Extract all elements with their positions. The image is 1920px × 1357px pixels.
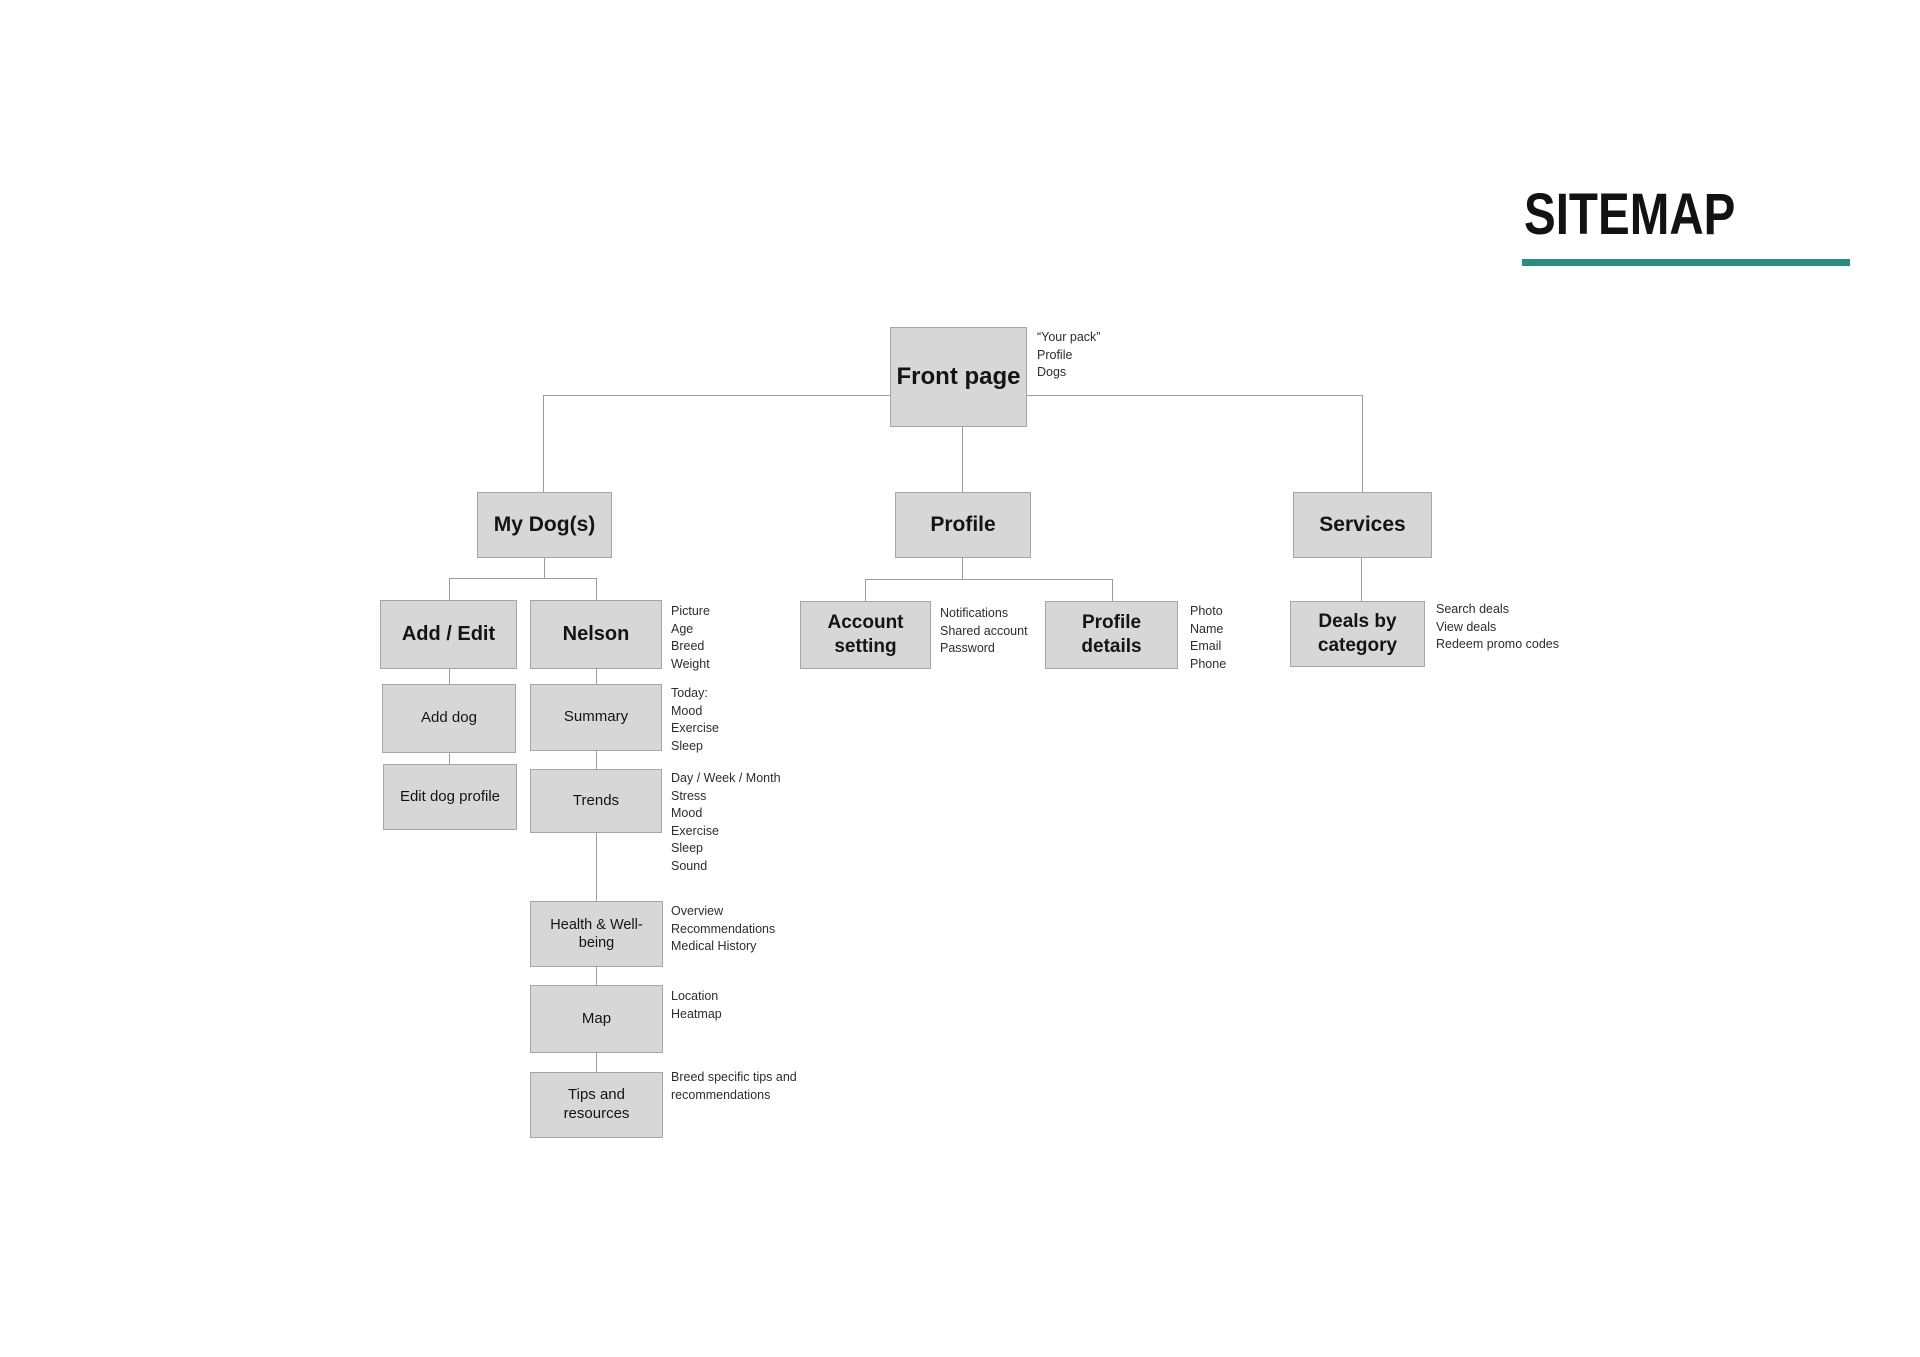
annotation-line: Mood xyxy=(671,703,703,718)
trends-annotations: Day / Week / Month Stress Mood Exercise … xyxy=(671,770,781,875)
connector xyxy=(962,427,964,492)
connector xyxy=(596,967,598,985)
annotation-line: Redeem promo codes xyxy=(1436,637,1559,651)
node-deals-by-category: Deals by category xyxy=(1290,601,1425,667)
node-add-dog: Add dog xyxy=(382,684,516,753)
connector xyxy=(543,395,545,492)
annotation-line: Medical History xyxy=(671,939,757,953)
connector xyxy=(1361,558,1363,601)
connector xyxy=(596,1053,598,1072)
health-wellbeing-annotations: Overview Recommendations Medical History xyxy=(671,903,775,956)
node-nelson: Nelson xyxy=(530,600,662,669)
connector xyxy=(596,669,598,684)
nelson-annotations: Picture Age Breed Weight xyxy=(671,603,710,673)
node-profile: Profile xyxy=(895,492,1031,558)
node-account-setting: Account setting xyxy=(800,601,931,669)
annotation-line: Name xyxy=(1190,621,1224,636)
annotation-line: Sleep xyxy=(671,738,703,753)
connector xyxy=(449,578,596,580)
node-add-edit: Add / Edit xyxy=(380,600,517,669)
annotation-line: “Your pack” xyxy=(1037,330,1101,344)
deals-by-category-annotations: Search deals View deals Redeem promo cod… xyxy=(1436,601,1559,654)
connector xyxy=(596,751,598,769)
node-trends: Trends xyxy=(530,769,662,833)
connector xyxy=(543,395,890,397)
title-underline xyxy=(1522,259,1850,266)
summary-annotations: Today: Mood Exercise Sleep xyxy=(671,685,719,755)
annotation-line: Sound xyxy=(671,858,708,873)
annotation-line: Photo xyxy=(1190,604,1223,618)
annotation-line: Dogs xyxy=(1037,365,1067,379)
node-summary: Summary xyxy=(530,684,662,751)
annotation-line: Day / Week / Month xyxy=(671,771,781,785)
front-page-annotations: “Your pack” Profile Dogs xyxy=(1037,329,1100,382)
annotation-line: Sleep xyxy=(671,841,703,855)
annotation-line: Email xyxy=(1190,639,1222,653)
annotation-line: Password xyxy=(940,641,995,655)
annotation-line: Exercise xyxy=(671,721,719,735)
node-health-wellbeing: Health & Well-being xyxy=(530,901,663,967)
annotation-line: Phone xyxy=(1190,656,1227,671)
node-profile-details: Profile details xyxy=(1045,601,1178,669)
annotation-line: Overview xyxy=(671,904,724,918)
connector xyxy=(544,558,546,578)
account-setting-annotations: Notifications Shared account Password xyxy=(940,605,1028,658)
node-front-page: Front page xyxy=(890,327,1027,427)
connector xyxy=(596,578,598,600)
annotation-line: Age xyxy=(671,621,694,636)
annotation-line: Recommendations xyxy=(671,921,776,936)
connector xyxy=(449,669,451,684)
annotation-line: Stress xyxy=(671,788,707,803)
annotation-line: Weight xyxy=(671,656,710,671)
annotation-line: Mood xyxy=(671,806,703,820)
node-tips-resources: Tips and resources xyxy=(530,1072,663,1138)
connector xyxy=(449,753,451,764)
node-my-dogs: My Dog(s) xyxy=(477,492,612,558)
profile-details-annotations: Photo Name Email Phone xyxy=(1190,603,1226,673)
annotation-line: Heatmap xyxy=(671,1006,722,1021)
annotation-line: Exercise xyxy=(671,823,719,838)
annotation-line: Shared account xyxy=(940,623,1028,638)
map-annotations: Location Heatmap xyxy=(671,988,722,1023)
connector xyxy=(1027,395,1362,397)
annotation-line: Breed specific tips and recommendations xyxy=(671,1070,797,1102)
connector xyxy=(596,833,598,901)
node-map: Map xyxy=(530,985,663,1053)
annotation-line: Location xyxy=(671,989,719,1003)
annotation-line: Profile xyxy=(1037,347,1073,362)
annotation-line: Today: xyxy=(671,686,708,700)
annotation-line: Breed xyxy=(671,639,705,653)
tips-resources-annotations: Breed specific tips and recommendations xyxy=(671,1069,813,1104)
node-edit-dog-profile: Edit dog profile xyxy=(383,764,517,830)
connector xyxy=(449,578,451,600)
annotation-line: Search deals xyxy=(1436,602,1509,616)
connector xyxy=(1362,395,1364,492)
node-services: Services xyxy=(1293,492,1432,558)
connector xyxy=(1112,579,1114,601)
annotation-line: Notifications xyxy=(940,606,1009,620)
annotation-line: Picture xyxy=(671,604,710,618)
annotation-line: View deals xyxy=(1436,619,1497,634)
page-title: SITEMAP xyxy=(1524,182,1736,247)
connector xyxy=(865,579,867,601)
connector xyxy=(962,558,964,579)
connector xyxy=(865,579,1112,581)
